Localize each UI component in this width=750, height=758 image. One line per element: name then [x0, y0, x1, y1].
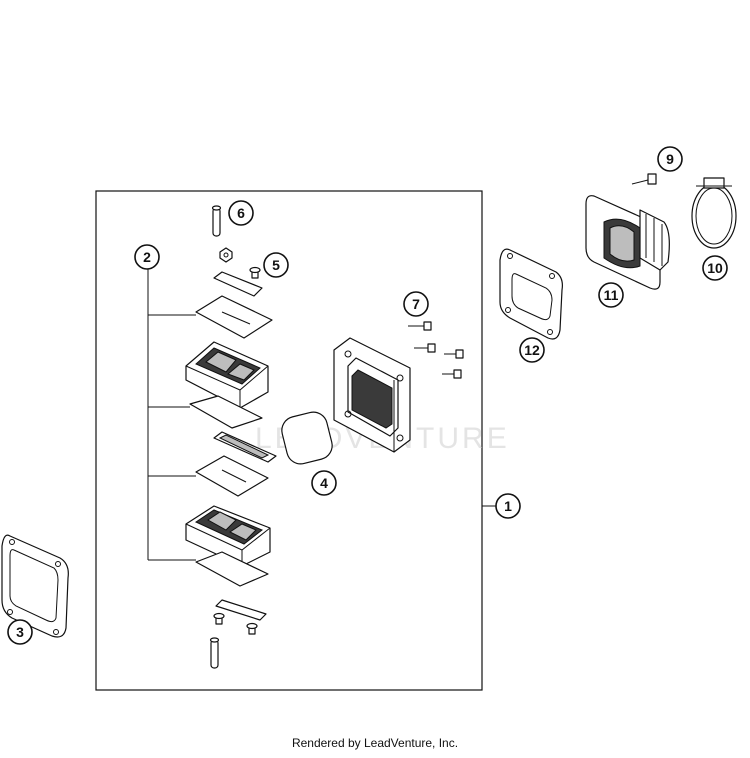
- screw-bottom-right: [246, 622, 258, 635]
- pin-top: [211, 205, 222, 237]
- svg-text:4: 4: [320, 475, 328, 491]
- intake-boot: [585, 195, 670, 290]
- svg-text:7: 7: [412, 296, 420, 312]
- reed-block-bottom: [185, 505, 271, 567]
- callout-11: 11: [598, 282, 624, 308]
- reed-housing-flange: [333, 337, 411, 453]
- screw-bottom-left: [213, 612, 225, 625]
- intake-gasket: [499, 248, 563, 340]
- footer-credit: Rendered by LeadVenture, Inc.: [291, 736, 459, 750]
- svg-text:2: 2: [143, 249, 151, 265]
- o-ring-gasket: [281, 411, 333, 465]
- reed-block-top: [185, 341, 269, 409]
- svg-text:6: 6: [237, 205, 245, 221]
- svg-text:1: 1: [504, 498, 512, 514]
- clamp-screw: [631, 173, 657, 185]
- bolt-2: [414, 343, 436, 353]
- reed-petal-bottom: [195, 551, 269, 587]
- screw-small: [249, 266, 261, 279]
- callout-2-leaders: [147, 268, 196, 561]
- bolt-3: [444, 349, 464, 359]
- reed-petal-middle: [189, 395, 263, 429]
- reed-petal-lower: [195, 455, 269, 497]
- svg-text:12: 12: [524, 342, 540, 358]
- svg-text:5: 5: [272, 257, 280, 273]
- svg-text:3: 3: [16, 624, 24, 640]
- retaining-plate-top: [213, 271, 263, 297]
- svg-text:9: 9: [666, 151, 674, 167]
- callout-2: 2: [134, 244, 160, 270]
- callout-6: 6: [228, 200, 254, 226]
- callout-10: 10: [702, 255, 728, 281]
- callout-3: 3: [7, 619, 33, 645]
- callout-4: 4: [311, 470, 337, 496]
- outer-gasket: [1, 534, 69, 638]
- svg-text:10: 10: [707, 260, 723, 276]
- bolt-4: [442, 369, 462, 379]
- callout-5: 5: [263, 252, 289, 278]
- assembly-frame: [95, 190, 483, 691]
- svg-text:11: 11: [604, 287, 619, 303]
- pin-bottom: [209, 637, 220, 669]
- callout-12: 12: [519, 337, 545, 363]
- bolt-1: [408, 321, 432, 331]
- callout-7: 7: [403, 291, 429, 317]
- callout-1: 1: [495, 493, 521, 519]
- hose-clamp: [691, 177, 737, 249]
- spacer-plate: [213, 431, 277, 463]
- nut-small: [219, 247, 233, 263]
- callout-9: 9: [657, 146, 683, 172]
- retaining-plate-bottom: [215, 599, 267, 621]
